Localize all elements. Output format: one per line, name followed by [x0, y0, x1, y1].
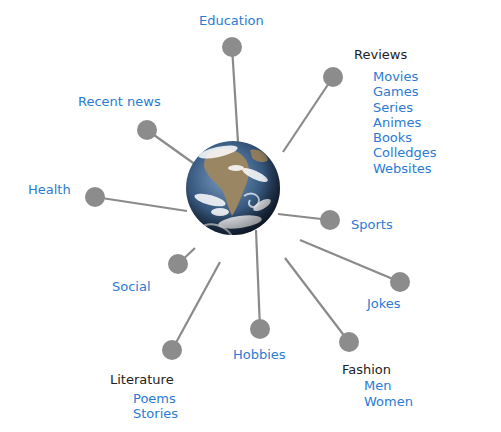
topic-label: Recent news	[78, 94, 163, 110]
sub-topic: Men	[364, 378, 415, 394]
topic-label: Education	[199, 13, 266, 29]
topic-heading: Jokes	[367, 296, 403, 312]
topic-label: LiteraturePoemsStories	[110, 372, 181, 421]
sub-topic: Animes	[373, 115, 439, 130]
sub-topic: Games	[373, 84, 439, 99]
topic-heading: Reviews	[354, 47, 439, 63]
sub-topic: Websites	[373, 161, 439, 176]
topic-heading: Hobbies	[233, 347, 288, 363]
topic-label: Sports	[351, 217, 395, 233]
topic-label: Jokes	[367, 296, 403, 312]
topic-label: Hobbies	[233, 347, 288, 363]
sub-topic: Series	[373, 100, 439, 115]
topic-label: FashionMenWomen	[342, 362, 415, 410]
topic-label: ReviewsMoviesGamesSeriesAnimesBooksColle…	[354, 47, 439, 177]
sub-topic: Poems	[133, 391, 181, 406]
topic-heading: Social	[112, 279, 153, 295]
sub-topic: Colledges	[373, 145, 439, 160]
sub-topic: Movies	[373, 69, 439, 84]
topic-label: Health	[28, 182, 73, 198]
sub-topic: Women	[364, 394, 415, 410]
topic-heading: Fashion	[342, 362, 415, 378]
topic-heading: Literature	[110, 372, 181, 388]
topic-label: Social	[112, 279, 153, 295]
topic-heading: Education	[199, 13, 266, 29]
earth-globe	[186, 141, 280, 236]
spoke-lines	[95, 47, 400, 350]
topic-heading: Sports	[351, 217, 395, 233]
topic-heading: Recent news	[78, 94, 163, 110]
sub-topic: Books	[373, 130, 439, 145]
spoke-dots	[85, 37, 410, 360]
sub-topic: Stories	[133, 406, 181, 421]
topic-heading: Health	[28, 182, 73, 198]
